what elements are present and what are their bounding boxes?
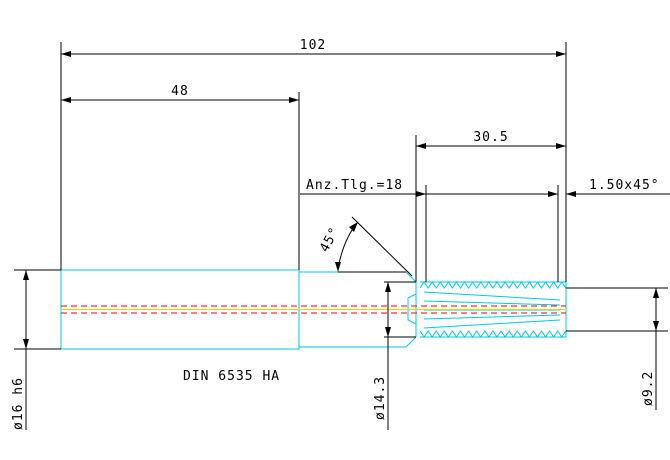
dim-angle [335, 216, 413, 277]
flute-line [423, 314, 561, 320]
dim-teeth-row [300, 185, 670, 282]
angle-label: 45° [317, 224, 343, 254]
centre-line [61, 305, 566, 314]
flute-line [423, 291, 561, 301]
dim-neck-diameter [384, 281, 416, 430]
thread-length-label: 30.5 [473, 130, 508, 145]
dim-shank-diameter [14, 269, 61, 430]
flute-line [423, 300, 561, 306]
standard-label: DIN 6535 HA [183, 369, 280, 384]
thread-teeth-top [419, 281, 567, 289]
overall-length-label: 102 [300, 38, 326, 53]
neck-diameter-label: ø14.3 [373, 376, 388, 420]
neck-top [299, 271, 417, 283]
shank-diameter-label: ø16 h6 [11, 377, 26, 430]
teeth-count-label: Anz.Tlg.=18 [306, 178, 403, 193]
dim-overall-length [60, 42, 567, 282]
shank-length-label: 48 [171, 84, 189, 99]
thread-teeth-bottom [419, 330, 567, 338]
dim-shank-length [61, 92, 300, 270]
flute-line [423, 319, 561, 329]
chamfer-label: 1.50x45° [589, 178, 660, 193]
dim-thread-length [415, 135, 566, 282]
dim-thread-diameter [566, 287, 668, 410]
neck-bottom [299, 336, 417, 348]
thread-diameter-label: ø9.2 [641, 371, 656, 406]
